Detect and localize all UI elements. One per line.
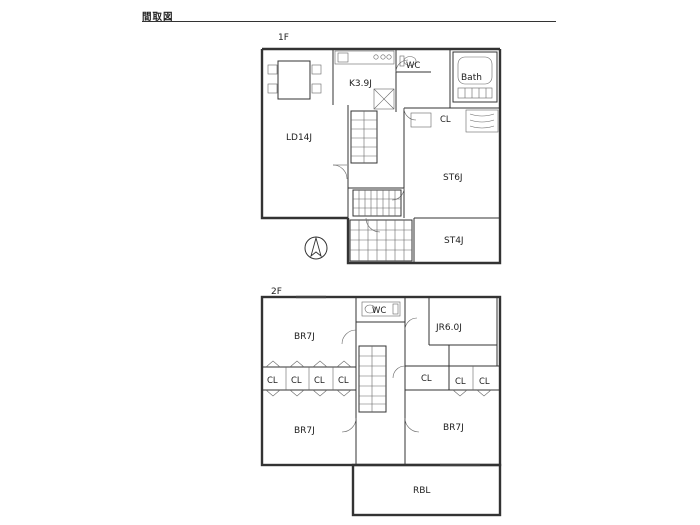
chair [267, 64, 278, 75]
closet-doors-upper [265, 360, 352, 368]
north-arrow-icon [304, 236, 328, 260]
door-closet-right [392, 365, 406, 379]
door-hall [391, 187, 405, 201]
sink [337, 52, 349, 63]
washbasin [410, 112, 432, 128]
bath-room-outline [452, 51, 498, 103]
toilet-tank [399, 55, 405, 67]
door-entrance [365, 217, 381, 233]
floor-label-2f: 2F [271, 287, 282, 297]
closet-doors-lower [265, 389, 352, 397]
room-label-rbl: RBL [413, 486, 430, 496]
page-title: 間取図 [142, 12, 174, 23]
washing-machine [465, 109, 499, 133]
door-ld [332, 164, 348, 180]
wall-1f-west [260, 49, 348, 220]
entrance-porch-tiles [349, 219, 413, 262]
toilet [364, 304, 376, 314]
kitchen-floor-unit-line [373, 88, 395, 110]
bath-floor [457, 87, 493, 99]
closet-label: CL [267, 376, 278, 386]
door-st6 [403, 107, 417, 121]
closet-label: CL [338, 376, 349, 386]
door-wc [395, 59, 409, 73]
bathtub [457, 56, 493, 85]
closet-doors-right [452, 389, 492, 397]
room-label-br-upper: BR7J [294, 332, 315, 342]
wc-fixture-outline [361, 301, 401, 317]
toilet-tank [392, 303, 399, 315]
chair [267, 83, 278, 94]
room-label-cl-1f: CL [440, 115, 451, 125]
entrance-hall-tiles [352, 189, 402, 217]
closet-label: CL [314, 376, 325, 386]
door-jr [404, 317, 418, 331]
stove-burner [386, 54, 392, 60]
stove-burner [380, 54, 386, 60]
room-label-br-lower: BR7J [294, 426, 315, 436]
room-label-kitchen: K3.9J [349, 79, 372, 89]
room-label-ld: LD14J [286, 133, 312, 143]
room-label-jr: JR6.0J [435, 323, 462, 333]
room-label-wc-1f: WC [406, 61, 420, 71]
floor-2f: 2F [260, 287, 502, 517]
closet-label: CL [479, 377, 490, 387]
chair [311, 64, 322, 75]
floor-label-1f: 1F [278, 33, 289, 43]
staircase-2f [358, 345, 387, 413]
door-br-upper [341, 329, 357, 345]
stove-burner [373, 54, 379, 60]
kitchen-floor-unit [373, 88, 395, 110]
room-label-br-right: BR7J [443, 423, 464, 433]
chair [311, 83, 322, 94]
room-label-wc-2f: WC [372, 306, 386, 316]
staircase-1f [350, 110, 378, 164]
room-label-st4: ST4J [444, 236, 464, 246]
wall-balcony [351, 463, 502, 517]
washing-machine-marks [469, 113, 495, 129]
wall-1f-entrance [346, 218, 414, 265]
floor-1f: 1F [260, 33, 502, 265]
closet-label: CL [421, 374, 432, 384]
kitchen-counter [334, 50, 395, 65]
closet-label: CL [455, 377, 466, 387]
page-header: 間取図 [142, 5, 556, 23]
door-br-lower [341, 417, 357, 433]
door-br-right [404, 417, 420, 433]
room-label-bath: Bath [461, 73, 482, 83]
room-label-st6: ST6J [443, 173, 463, 183]
closet-label: CL [291, 376, 302, 386]
wall-1f-east [414, 49, 502, 265]
dining-table [277, 60, 311, 100]
